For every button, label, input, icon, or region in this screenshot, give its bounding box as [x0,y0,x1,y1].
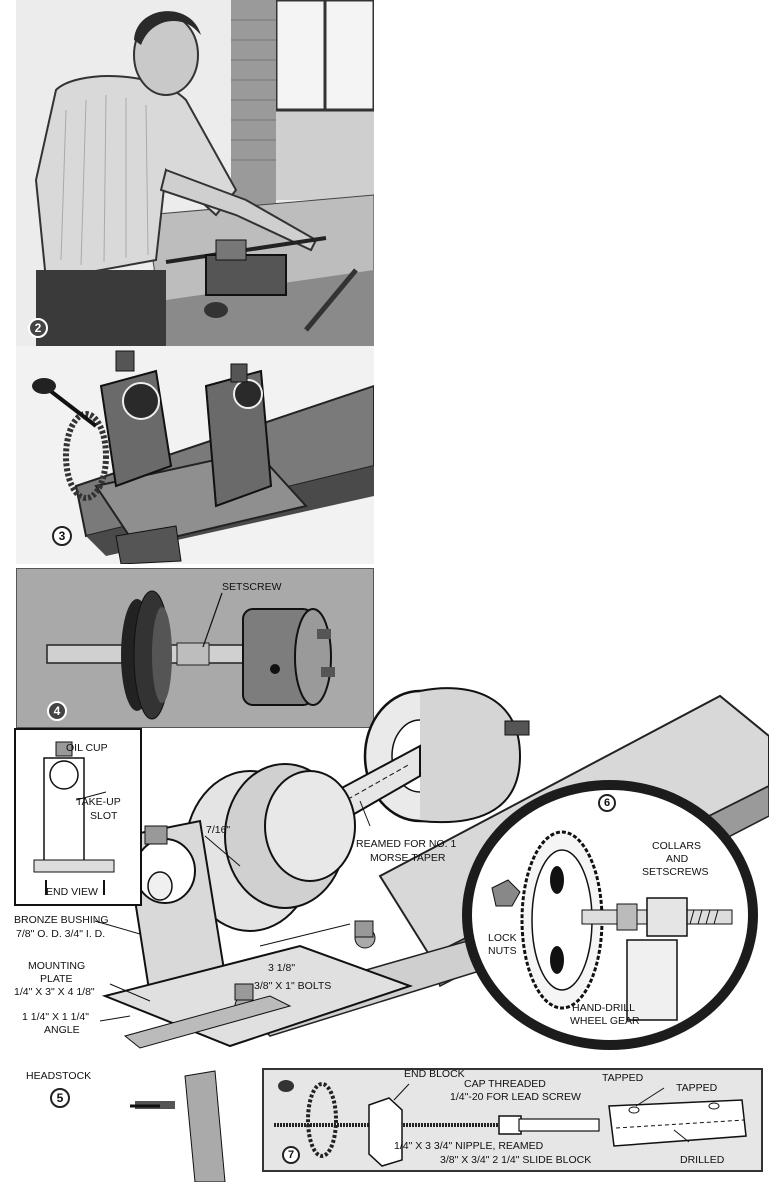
label-take-up: TAKE-UP [76,796,121,808]
label-reamed-2: MORSE TAPER [370,852,446,864]
label-reamed-1: REAMED FOR NO. 1 [356,838,457,850]
label-end-block: END BLOCK [404,1068,465,1080]
label-nipple-2: 3/8" X 3/4" 2 1/4" SLIDE BLOCK [440,1154,592,1166]
label-end-view: END VIEW [46,886,98,898]
label-slot: SLOT [90,810,118,822]
label-gear-1: HAND-DRILL [572,1002,636,1014]
figure-2-photo: 2 [16,0,374,346]
label-bushing-2: 7/8" O. D. 3/4" I. D. [16,928,106,940]
label-angle-2: ANGLE [44,1024,80,1036]
label-mount-1: MOUNTING [28,960,86,972]
label-setscrew: SETSCREW [222,581,282,593]
label-oil-cup: OIL CUP [66,742,108,754]
label-gear-2: WHEEL GEAR [570,1015,640,1027]
label-mount-2: PLATE [40,973,73,985]
figure-4-number: 4 [47,701,67,721]
label-dim-3-1-8: 3 1/8" [268,962,296,974]
figure-6-illustration [472,790,748,1040]
figure-7-illustration [274,1080,747,1167]
label-lock-1: LOCK [488,932,517,944]
label-bushing-1: BRONZE BUSHING [14,914,109,926]
figure-3-photo: 3 [16,346,374,564]
label-angle-1: 1 1/4" X 1 1/4" [22,1011,89,1023]
figure-5-number: 5 [50,1088,70,1108]
label-collars-1: COLLARS [652,840,702,852]
label-collars-3: SETSCREWS [642,866,709,878]
figure-2-number: 2 [28,318,48,338]
end-view-inset: OIL CUP TAKE-UP SLOT END VIEW [14,728,142,906]
label-mount-3: 1/4" X 3" X 4 1/8" [14,986,95,998]
label-tapped-b: TAPPED [676,1082,718,1094]
figure-3-number: 3 [52,526,72,546]
label-tapped-a: TAPPED [602,1072,644,1084]
figure-6-detail: 6 COLLARS AND SETSCREWS LOCK NUTS HAND-D… [462,780,758,1050]
label-cap-1: CAP THREADED [464,1078,546,1090]
figure-4-illustration [17,569,373,727]
figure-4-photo: SETSCREW 4 [16,568,374,728]
label-bolts: 3/8" X 1" BOLTS [254,980,332,992]
end-view-illustration [33,741,115,895]
figure-2-illustration [16,0,374,346]
label-drilled: DRILLED [680,1154,725,1166]
label-headstock: HEADSTOCK [26,1070,92,1082]
figure-3-illustration [16,346,374,564]
figure-6-number: 6 [598,794,616,812]
label-lock-2: NUTS [488,945,517,957]
figure-7-detail: END BLOCK CAP THREADED 1/4"-20 FOR LEAD … [262,1068,763,1172]
label-collars-2: AND [666,853,689,865]
figure-7-number: 7 [282,1146,300,1164]
label-dim-7-16: 7/16" [206,824,231,836]
label-nipple-1: 1/4" X 3 3/4" NIPPLE, REAMED [394,1140,544,1152]
label-cap-2: 1/4"-20 FOR LEAD SCREW [450,1091,581,1103]
